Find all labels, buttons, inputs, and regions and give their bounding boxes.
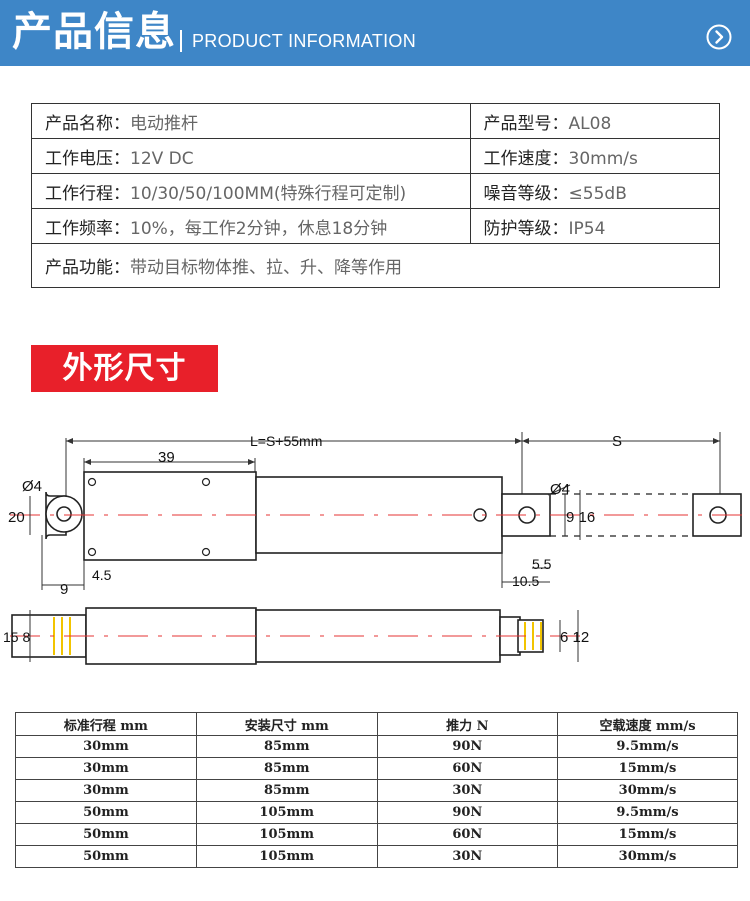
info-cell: 工作频率：10%，每工作2分钟，休息18分钟	[31, 208, 471, 244]
info-cell: 工作行程：10/30/50/100MM(特殊行程可定制)	[31, 173, 471, 209]
dim-6-12: 6 12	[560, 629, 589, 646]
info-cell: 产品名称：电动推杆	[31, 103, 471, 139]
info-label: 产品名称：	[45, 113, 130, 134]
title-divider	[180, 30, 182, 52]
dim-height-20: 20	[8, 509, 25, 526]
spec-cell: 30mm	[15, 735, 197, 758]
spec-cell: 105mm	[195, 845, 378, 868]
dim-hole-left: Ø4	[22, 478, 42, 495]
spec-cell: 90N	[376, 735, 558, 758]
info-label: 工作电压：	[45, 148, 130, 169]
info-cell: 防护等级：IP54	[469, 208, 721, 244]
header-banner: 产品信息 PRODUCT INFORMATION	[0, 0, 750, 66]
spec-cell: 50mm	[15, 823, 197, 846]
spec-cell: 85mm	[195, 779, 378, 802]
spec-cell: 90N	[376, 801, 558, 824]
dim-hole-right: Ø4	[550, 481, 570, 498]
chevron-right-circle-icon[interactable]	[706, 24, 732, 50]
dimension-drawing: L=S+55mm S 39 Ø4 20 9 4.5 Ø4 9 16 5.5 1	[3, 432, 745, 665]
dim-4-5: 4.5	[92, 567, 112, 583]
spec-cell: 85mm	[195, 757, 378, 780]
spec-cell: 60N	[376, 823, 558, 846]
spec-cell: 15mm/s	[556, 823, 739, 846]
spec-cell: 105mm	[195, 823, 378, 846]
info-row: 产品名称：电动推杆 产品型号：AL08	[31, 103, 721, 139]
info-value: 电动推杆	[130, 113, 198, 134]
spec-cell: 30mm	[15, 757, 197, 780]
spec-cell: 60N	[376, 757, 558, 780]
info-label: 产品功能：	[45, 258, 130, 278]
dim-10-5: 10.5	[512, 573, 539, 589]
page-title: 产品信息	[12, 9, 176, 55]
info-label: 噪音等级：	[483, 183, 569, 204]
dim-stroke: S	[612, 433, 622, 450]
spec-header-cell: 安装尺寸 mm	[195, 712, 378, 736]
info-cell: 工作电压：12V DC	[31, 138, 471, 174]
spec-cell: 30mm	[15, 779, 197, 802]
spec-cell: 9.5mm/s	[556, 735, 739, 758]
spec-cell: 105mm	[195, 801, 378, 824]
info-row-function: 产品功能：带动目标物体推、拉、升、降等作用	[31, 243, 720, 288]
info-value: 10%，每工作2分钟，休息18分钟	[130, 218, 388, 239]
spec-cell: 9.5mm/s	[556, 801, 739, 824]
dim-9-16: 9 16	[566, 509, 595, 526]
info-label: 工作速度：	[483, 148, 569, 169]
info-value: 12V DC	[130, 148, 194, 169]
table-row: 30mm 85mm 60N 15mm/s	[15, 757, 739, 780]
info-cell: 噪音等级：≤55dB	[469, 173, 721, 209]
spec-header-row: 标准行程 mm 安装尺寸 mm 推力 N 空载速度 mm/s	[15, 712, 739, 736]
info-cell: 产品功能：带动目标物体推、拉、升、降等作用	[31, 243, 720, 288]
spec-cell: 85mm	[195, 735, 378, 758]
info-row: 工作电压：12V DC 工作速度：30mm/s	[31, 138, 721, 174]
info-cell: 产品型号：AL08	[469, 103, 721, 139]
spec-cell: 50mm	[15, 801, 197, 824]
info-value: IP54	[568, 218, 606, 239]
table-row: 50mm 105mm 90N 9.5mm/s	[15, 801, 739, 824]
spec-header-cell: 空载速度 mm/s	[556, 712, 739, 736]
product-info-table: 产品名称：电动推杆 产品型号：AL08 工作电压：12V DC 工作速度：30m…	[31, 103, 721, 288]
info-cell: 工作速度：30mm/s	[469, 138, 721, 174]
table-row: 30mm 85mm 90N 9.5mm/s	[15, 735, 739, 758]
dim-9: 9	[60, 581, 68, 598]
info-value: AL08	[568, 113, 612, 134]
spec-cell: 50mm	[15, 845, 197, 868]
spec-header-cell: 推力 N	[376, 712, 558, 736]
info-label: 工作行程：	[45, 183, 130, 204]
dim-15-8: 15 8	[3, 629, 30, 645]
dim-5-5: 5.5	[532, 556, 552, 572]
dim-total-length: L=S+55mm	[250, 433, 322, 449]
info-label: 防护等级：	[483, 218, 569, 239]
spec-cell: 30N	[376, 845, 558, 868]
spec-cell: 15mm/s	[556, 757, 739, 780]
page-subtitle: PRODUCT INFORMATION	[192, 31, 417, 51]
spec-cell: 30N	[376, 779, 558, 802]
info-label: 产品型号：	[483, 113, 569, 134]
section-tag-dimensions: 外形尺寸	[31, 345, 218, 392]
spec-header-cell: 标准行程 mm	[15, 712, 197, 736]
info-label: 工作频率：	[45, 218, 130, 239]
table-row: 50mm 105mm 60N 15mm/s	[15, 823, 739, 846]
spec-table: 标准行程 mm 安装尺寸 mm 推力 N 空载速度 mm/s 30mm 85mm…	[15, 712, 739, 868]
info-value: 30mm/s	[568, 148, 638, 169]
info-value: 10/30/50/100MM(特殊行程可定制)	[130, 183, 407, 204]
info-row: 工作频率：10%，每工作2分钟，休息18分钟 防护等级：IP54	[31, 208, 721, 244]
dim-39: 39	[158, 449, 175, 466]
spec-cell: 30mm/s	[556, 845, 739, 868]
table-row: 30mm 85mm 30N 30mm/s	[15, 779, 739, 802]
spec-cell: 30mm/s	[556, 779, 739, 802]
info-value: 带动目标物体推、拉、升、降等作用	[130, 258, 402, 278]
table-row: 50mm 105mm 30N 30mm/s	[15, 845, 739, 868]
info-value: ≤55dB	[568, 183, 627, 204]
info-row: 工作行程：10/30/50/100MM(特殊行程可定制) 噪音等级：≤55dB	[31, 173, 721, 209]
